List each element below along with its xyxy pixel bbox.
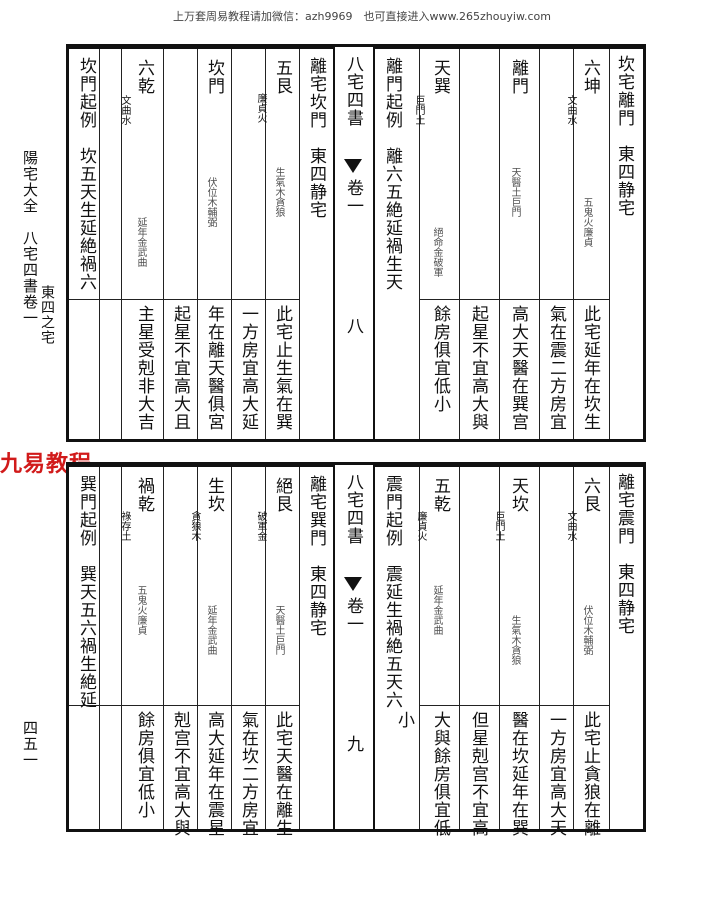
cell-annot: 文曲水: [565, 95, 576, 125]
cell-annot: 廉貞火: [255, 93, 266, 123]
cell-annot: 破軍金: [255, 511, 266, 541]
text-line: 一方房宜高大天: [546, 711, 566, 837]
fish-tail-mark: [344, 159, 362, 173]
text-line: 剋宫不宜高大與: [170, 711, 190, 837]
cell-lower: 五鬼火廉貞: [581, 197, 592, 247]
header-line: 上万套周易教程请加微信：azh9969 也可直接进入www.265zhouyiw…: [173, 10, 551, 23]
text-line: 此宅止生氣在巽: [272, 305, 292, 431]
example-line: 震門起例 震延生禍絶五天六: [382, 475, 402, 709]
cell-name: 五艮: [272, 59, 292, 95]
center-volume: 卷一: [343, 179, 363, 215]
left-half-title: 離宅巽門 東四静宅: [306, 475, 326, 637]
cell-name: 天巽: [430, 59, 450, 95]
cell-name: 生坎: [204, 477, 224, 513]
page-bottom: 離宅震門 東四静宅 六艮 文曲水 伏位木輔弼 天坎 巨門土 生氣木貪狼 五乾 廉…: [66, 462, 646, 837]
text-line: 年在離天醫俱宮: [204, 305, 224, 431]
center-folio: 九: [343, 735, 363, 753]
outer-note: 東四之宅: [39, 285, 55, 345]
text-line: 起星不宜高大且: [170, 305, 190, 431]
fish-tail-mark: [344, 577, 362, 591]
cell-lower: 延年金武曲: [135, 217, 146, 267]
text-line: 餘房俱宜低小: [134, 711, 154, 819]
cell-lower: 五鬼火廉貞: [135, 585, 146, 635]
cell-annot: 巨門土: [413, 95, 424, 125]
text-line: 氣在坎二方房宜: [238, 711, 258, 837]
text-line: 餘房俱宜低小: [430, 305, 450, 413]
right-half-title: 坎宅離門 東四静宅: [614, 55, 634, 217]
page-top: 坎宅離門 東四静宅 六坤 文曲水 五鬼火廉貞 離門 天醫土巨門 天巽 巨門土 絕…: [66, 44, 646, 442]
example-line: 巽門起例 巽天五六禍生絶延: [76, 475, 96, 709]
cell-name: 禍乾: [134, 477, 154, 513]
cell-lower: 伏位木輔弼: [205, 177, 216, 227]
cell-name: 絕艮: [272, 477, 292, 513]
text-line: 醫在坎延年在巽: [508, 711, 528, 837]
text-line: 此宅延年在坎生: [580, 305, 600, 431]
book-title: 陽宅大全 八宅四書卷一: [21, 150, 39, 326]
cell-name: 離門: [508, 59, 528, 95]
cell-annot: 文曲水: [119, 95, 130, 125]
cell-name: 五乾: [430, 477, 450, 513]
text-line: 此宅止貪狼在離: [580, 711, 600, 837]
cell-lower: 伏位木輔弼: [581, 605, 592, 655]
cell-annot: 廉貞火: [415, 511, 426, 541]
cell-name: 六艮: [580, 477, 600, 513]
text-line: 小: [394, 711, 414, 729]
center-folio: 八: [343, 317, 363, 335]
cell-lower: 天醫土巨門: [273, 605, 284, 655]
center-title: 八宅四書: [343, 55, 363, 127]
cell-lower: 生氣木貪狼: [273, 167, 284, 217]
page-number: 四五一: [21, 720, 39, 768]
text-line: 高大延年在震星: [204, 711, 224, 837]
cell-lower: 生氣木貪狼: [509, 615, 520, 665]
text-line: 此宅天醫在離生: [272, 711, 292, 837]
text-line: 大與餘房俱宜低: [430, 711, 450, 837]
cell-name: 六坤: [580, 59, 600, 95]
cell-lower: 延年金武曲: [431, 585, 442, 635]
cell-name: 天坎: [508, 477, 528, 513]
example-line: 坎門起例 坎五天生延絶禍六: [76, 57, 96, 291]
cell-annot: 文曲水: [565, 511, 576, 541]
cell-annot: 貪狼木: [189, 511, 200, 541]
text-line: 起星不宜高大與: [468, 305, 488, 431]
cell-lower: 絕命金破軍: [431, 227, 442, 277]
cell-name: 坎門: [204, 59, 224, 95]
text-line: 氣在震二方房宜: [546, 305, 566, 431]
center-strip: 八宅四書 卷一 八: [333, 47, 373, 439]
example-line: 離門起例 離六五絶延禍生天: [382, 57, 402, 291]
center-volume: 卷一: [343, 597, 363, 633]
cell-lower: 天醫土巨門: [509, 167, 520, 217]
right-half-title: 離宅震門 東四静宅: [614, 473, 634, 635]
cell-annot: 祿存土: [119, 511, 130, 541]
text-line: 高大天醫在巽宫: [508, 305, 528, 431]
text-line: 主星受剋非大吉: [134, 305, 154, 431]
center-strip: 八宅四書 卷一 九: [333, 465, 373, 829]
cell-lower: 延年金武曲: [205, 605, 216, 655]
left-half-title: 離宅坎門 東四静宅: [306, 57, 326, 219]
text-line: 一方房宜高大延: [238, 305, 258, 431]
cell-name: 六乾: [134, 59, 154, 95]
text-line: 但星剋宫不宜高: [468, 711, 488, 837]
cell-annot: 巨門土: [493, 511, 504, 541]
center-title: 八宅四書: [343, 473, 363, 545]
